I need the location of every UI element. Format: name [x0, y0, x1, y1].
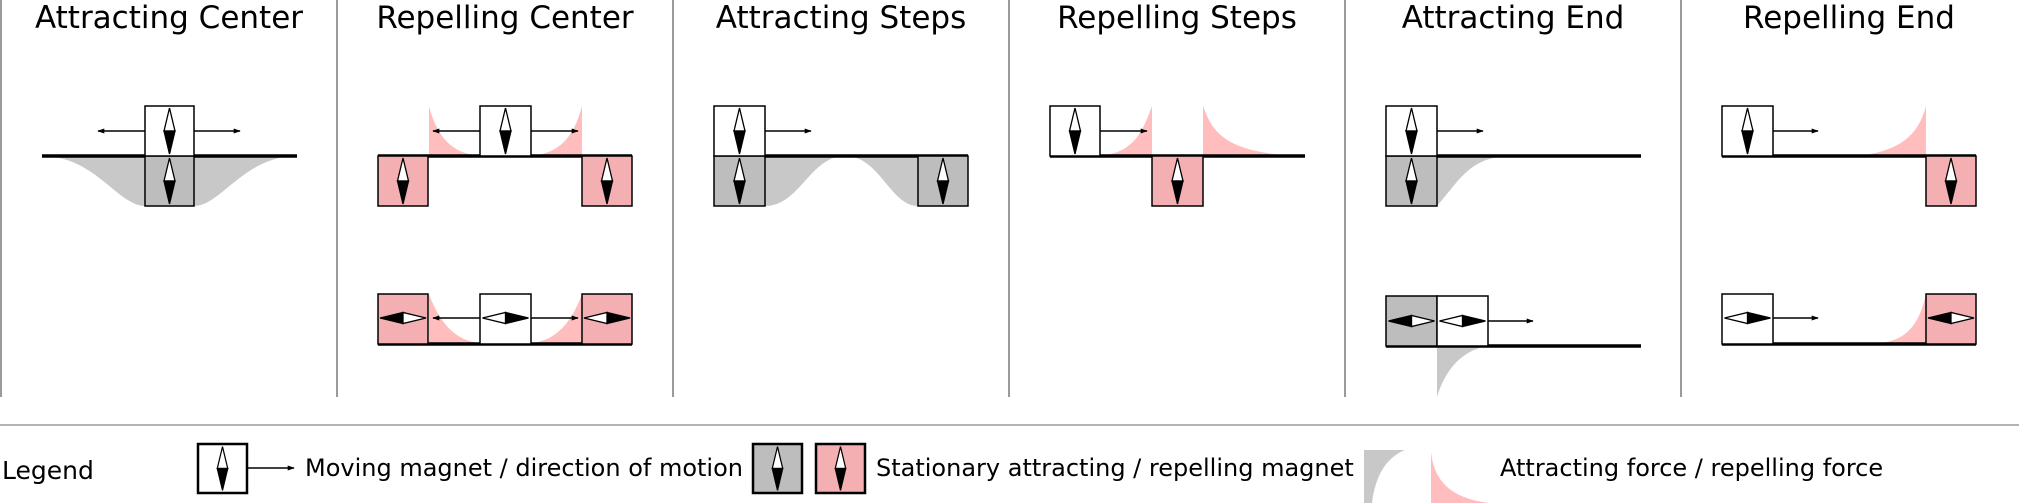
- legend: Legend Moving magnet / direction of moti…: [2, 442, 1883, 503]
- legend-repelling-force-swatch: [1431, 452, 1490, 503]
- panel-title: Attracting End: [1402, 0, 1625, 36]
- panel-repelling-end: [1721, 105, 1977, 346]
- panel-title: Attracting Center: [35, 0, 303, 36]
- repelling-force-curve: [429, 294, 480, 343]
- panel-title: Attracting Steps: [716, 0, 966, 36]
- repelling-force-curve: [1880, 294, 1926, 343]
- legend-heading: Legend: [2, 456, 94, 485]
- legend-attracting-force-swatch: [1364, 450, 1405, 503]
- repelling-force-curve: [1860, 106, 1926, 156]
- repelling-force-curve: [531, 106, 582, 156]
- panel-repelling-center: [377, 105, 633, 346]
- panel-attracting-steps: [713, 105, 969, 207]
- panel-title: Repelling End: [1743, 0, 1955, 36]
- panel-attracting-center: [42, 105, 297, 207]
- attracting-force-curve: [765, 156, 918, 206]
- panel-attracting-end: [1385, 105, 1641, 397]
- repelling-force-curve: [531, 294, 582, 343]
- legend-moving-label: Moving magnet / direction of motion: [305, 454, 743, 482]
- repelling-force-curve: [1203, 106, 1300, 156]
- legend-stationary-label: Stationary attracting / repelling magnet: [876, 454, 1354, 482]
- panel-title: Repelling Steps: [1057, 0, 1297, 36]
- legend-force-label: Attracting force / repelling force: [1500, 454, 1883, 482]
- panel-repelling-steps: [1049, 105, 1305, 207]
- repelling-force-curve: [429, 106, 480, 156]
- panel-title: Repelling Center: [376, 0, 634, 36]
- repelling-force-curve: [1099, 106, 1152, 156]
- attracting-force-curve: [1437, 156, 1512, 206]
- attracting-force-curve: [1437, 346, 1488, 397]
